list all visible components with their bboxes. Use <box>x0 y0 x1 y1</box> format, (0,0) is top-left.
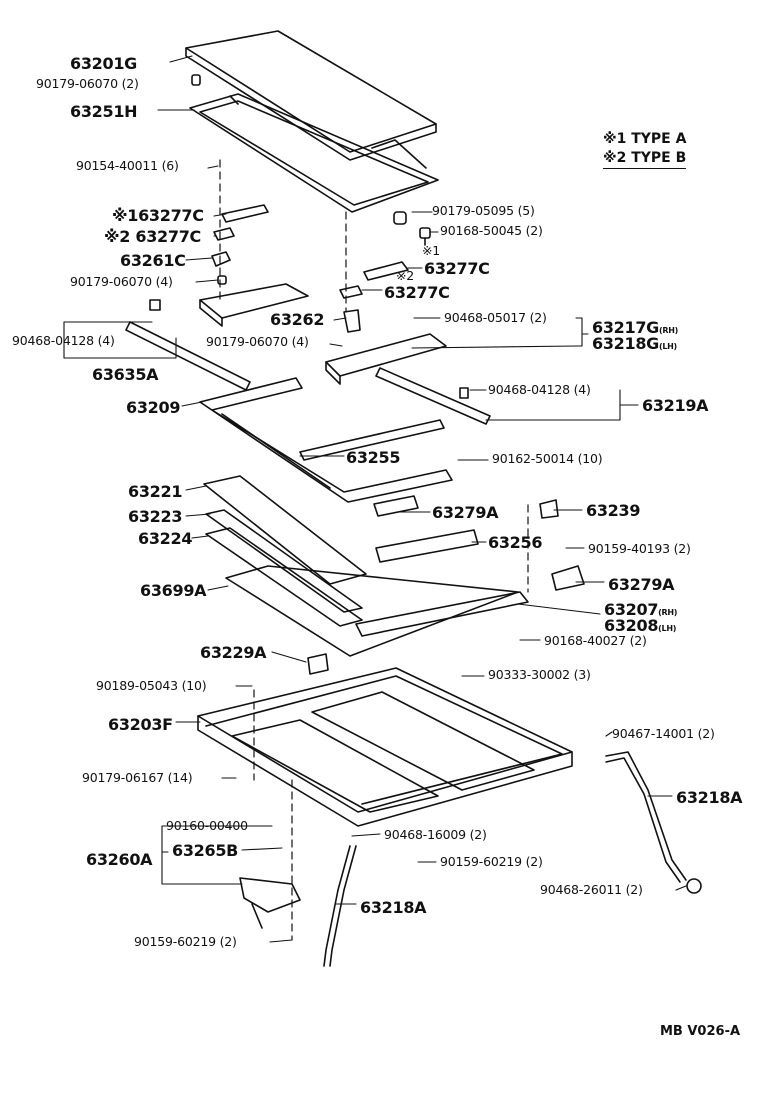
guide-rail-part <box>355 591 529 637</box>
clip-part-left <box>149 299 161 311</box>
bracket-part-63279a-b <box>373 495 419 517</box>
part-number-label: 90179-06070 (4) <box>206 334 309 349</box>
part-number-label: 90179-06167 (14) <box>82 770 193 785</box>
diagram-code: MB V026-A <box>660 1024 741 1039</box>
part-number-label: 63262 <box>270 310 325 329</box>
seal-part-63223 <box>205 509 363 613</box>
part-number-label: 63218A <box>360 898 427 917</box>
bracket-part-63239 <box>539 499 559 519</box>
weatherstrip-part <box>189 93 439 213</box>
part-number-label: 90168-50045 (2) <box>440 223 543 238</box>
part-number-label: 90162-50014 (10) <box>492 451 603 466</box>
drain-hose-part-left <box>323 845 357 967</box>
part-number-label: 90159-40193 (2) <box>588 541 691 556</box>
legend-type-b: ※2 TYPE B <box>603 149 687 169</box>
part-number-label: 90168-40027 (2) <box>544 633 647 648</box>
part-number-label: 90179-06070 (2) <box>36 76 139 91</box>
part-number-label: 63208(LH) <box>604 616 677 635</box>
cable-guide-part <box>299 419 445 461</box>
bolt-part-small <box>217 275 227 285</box>
part-number-label: 63699A <box>140 581 207 600</box>
drive-frame-part <box>199 377 453 503</box>
part-number-label: 90468-04128 (4) <box>488 382 591 397</box>
part-number-label: 63277C <box>384 283 450 302</box>
part-number-label: 63219A <box>642 396 709 415</box>
bracket-part-63277c-1 <box>221 204 269 223</box>
part-number-label: 63224 <box>138 529 193 548</box>
clip-part-right <box>459 387 469 399</box>
screw-part <box>419 227 431 246</box>
bracket-part-63277c-2 <box>213 227 235 241</box>
part-number-label: 63218A <box>676 788 743 807</box>
nut-part <box>393 211 407 225</box>
part-number-label: 90468-26011 (2) <box>540 882 643 897</box>
bracket-part-63277c-3 <box>363 261 409 281</box>
part-number-label: 90468-04128 (4) <box>12 333 115 348</box>
housing-part <box>197 667 573 827</box>
part-number-label: 90154-40011 (6) <box>76 158 179 173</box>
glass-panel-part <box>185 30 437 161</box>
part-number-label: 63255 <box>346 448 401 467</box>
part-number-label: 90179-05095 (5) <box>432 203 535 218</box>
part-number-label: 63209 <box>126 398 181 417</box>
part-number-label: 63260A <box>86 850 153 869</box>
part-number-label: 90160-00400 <box>166 818 248 833</box>
legend-type-a: ※1 TYPE A <box>603 131 687 147</box>
clip-part-63229a <box>307 653 329 675</box>
bracket-part-63279a <box>551 565 585 591</box>
part-number-label: 63221 <box>128 482 183 501</box>
part-number-label: 63229A <box>200 643 267 662</box>
drain-clamp-part <box>686 878 702 894</box>
rear-frame-part <box>203 475 367 585</box>
rail-part-right <box>375 367 491 425</box>
part-number-label: 63635A <box>92 365 159 384</box>
bracket-part-63277c-4 <box>339 285 363 299</box>
part-number-label: 63223 <box>128 507 183 526</box>
bracket-part-63261c <box>211 251 231 267</box>
type-legend: ※1 TYPE A ※2 TYPE B <box>603 130 686 169</box>
bolt-part <box>191 74 201 86</box>
part-number-label: 90468-05017 (2) <box>444 310 547 325</box>
bracket-part-63262 <box>343 309 361 333</box>
part-number-label: 90333-30002 (3) <box>488 667 591 682</box>
sunshade-part <box>225 565 519 657</box>
part-number-label: 63265B <box>172 841 239 860</box>
part-number-label: 63251H <box>70 102 138 121</box>
part-number-label: 63207(RH) <box>604 600 678 619</box>
seal-part-63224 <box>205 527 363 627</box>
part-number-label: 90467-14001 (2) <box>612 726 715 741</box>
motor-part <box>239 877 301 929</box>
drain-hose-part-right <box>605 751 687 883</box>
part-number-label: 90159-60219 (2) <box>440 854 543 869</box>
part-number-label: 63239 <box>586 501 641 520</box>
bracket-part-63256 <box>375 529 479 563</box>
part-number-label: 90189-05043 (10) <box>96 678 207 693</box>
link-bracket-right <box>325 333 447 385</box>
part-number-label: 63261C <box>120 251 186 270</box>
link-bracket-left <box>199 283 309 327</box>
part-number-label: 63203F <box>108 715 173 734</box>
part-number-label: ※2 63277C <box>104 227 201 246</box>
part-number-label: 90179-06070 (4) <box>70 274 173 289</box>
part-number-label: 63218G(LH) <box>592 334 677 353</box>
part-number-label: 90468-16009 (2) <box>384 827 487 842</box>
part-number-label: 63279A <box>432 503 499 522</box>
part-number-label: 63279A <box>608 575 675 594</box>
part-number-label: 63256 <box>488 533 543 552</box>
part-number-label: 63277C <box>424 259 490 278</box>
part-number-label: 63217G(RH) <box>592 318 678 337</box>
part-number-label: 63201G <box>70 54 137 73</box>
part-number-label: ※163277C <box>112 206 204 225</box>
part-number-label: 90159-60219 (2) <box>134 934 237 949</box>
part-number-label: ※2 <box>396 268 415 283</box>
part-number-label: ※1 <box>422 243 441 258</box>
